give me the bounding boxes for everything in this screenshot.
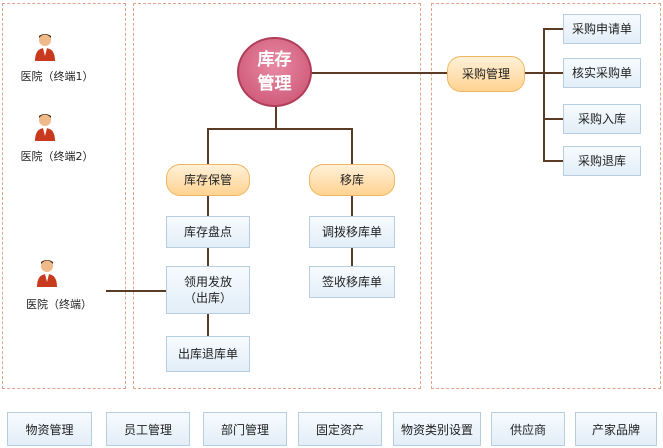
connector [310, 72, 450, 74]
verify-purchase-box: 核实采购单 [563, 58, 641, 88]
center-line2: 管理 [257, 74, 292, 94]
menu-staff[interactable]: 员工管理 [106, 412, 190, 446]
purchase-management-node: 采购管理 [447, 56, 525, 92]
connector [275, 106, 277, 130]
hospital-label-2: 医院（终端2） [20, 150, 94, 163]
storage-node: 库存保管 [166, 164, 250, 196]
purchase-panel [431, 3, 661, 389]
transfer-node: 移库 [309, 164, 395, 196]
connector [543, 118, 563, 120]
connector [207, 128, 353, 130]
connector [543, 28, 545, 162]
connector [106, 290, 166, 292]
menu-material-categories[interactable]: 物资类别设置 [393, 412, 481, 446]
menu-suppliers[interactable]: 供应商 [491, 412, 565, 446]
user-icon [35, 114, 55, 141]
inventory-management-node: 库存 管理 [237, 37, 312, 107]
hospital-label-3: 医院（终端） [26, 298, 92, 311]
user-icon [37, 260, 57, 287]
stock-take-box: 库存盘点 [166, 216, 250, 248]
outbound-return-box: 出库退库单 [166, 336, 250, 372]
menu-materials[interactable]: 物资管理 [7, 412, 92, 446]
connector [543, 28, 563, 30]
connector [525, 72, 545, 74]
hospital-panel [2, 3, 126, 389]
receive-transfer-box: 签收移库单 [309, 266, 395, 298]
purchase-request-box: 采购申请单 [563, 14, 641, 44]
purchase-inbound-box: 采购入库 [563, 104, 641, 134]
issue-line1: 领用发放 [183, 275, 232, 289]
transfer-order-box: 调拨移库单 [309, 216, 395, 248]
menu-fixed-assets[interactable]: 固定资产 [298, 412, 382, 446]
hospital-label-1: 医院（终端1） [20, 70, 94, 83]
inventory-panel [133, 3, 421, 389]
connector [543, 160, 563, 162]
menu-departments[interactable]: 部门管理 [203, 412, 287, 446]
issue-line2: （出库） [183, 291, 232, 305]
connector [543, 72, 563, 74]
menu-brands[interactable]: 产家品牌 [575, 412, 657, 446]
purchase-return-box: 采购退库 [563, 146, 641, 176]
user-icon [35, 34, 55, 61]
issue-box: 领用发放 （出库） [166, 266, 250, 314]
connector [351, 128, 353, 284]
center-line1: 库存 [257, 50, 292, 70]
